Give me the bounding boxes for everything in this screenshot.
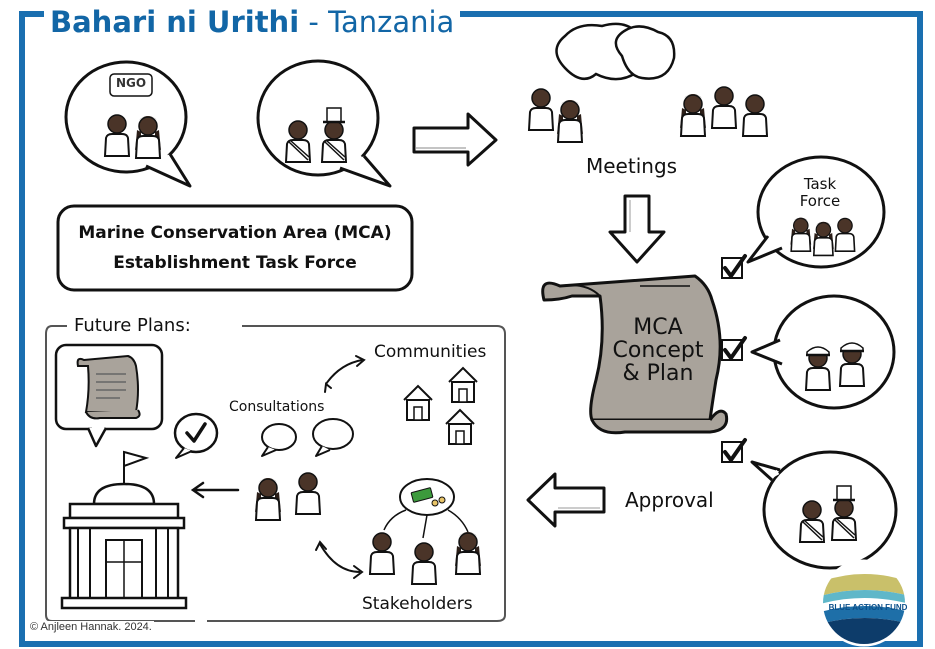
document-bubble [54, 343, 164, 448]
approval-speech-bubble [173, 412, 219, 459]
arrow-to-scroll [608, 194, 666, 264]
arrow-stakeholders [319, 543, 361, 573]
meetings-label: Meetings [586, 154, 678, 178]
page-title: Bahari ni Urithi - Tanzania [44, 4, 461, 40]
house-icon-3 [445, 409, 475, 445]
meeting-clouds [555, 22, 676, 81]
government-building [60, 450, 188, 610]
bubble-task-force [746, 155, 886, 269]
check-task-force [720, 254, 747, 280]
future-plans-frame [45, 325, 506, 622]
scroll-line-3: & Plan [622, 361, 694, 386]
copyright-credit: © Anjleen Hannak. 2024. [30, 621, 154, 633]
stakeholder-person-2 [411, 542, 437, 585]
arrow-to-meetings [412, 112, 498, 167]
logo-text: BLUE ACTION FUND [828, 603, 908, 612]
future-plans-heading: Future Plans: [70, 315, 195, 336]
house-icon-1 [403, 385, 433, 421]
ngo-label: NGO [115, 76, 147, 90]
task-force-line-2: Establishment Task Force [113, 253, 357, 273]
arrow-approval-left [526, 472, 606, 528]
task-force-box [56, 204, 414, 292]
speech-bubble-ngo [64, 60, 192, 188]
funding-icon [383, 478, 469, 539]
stakeholder-person-1 [369, 532, 395, 575]
title-separator: - [299, 5, 329, 39]
task-force-bubble-line-2: Force [799, 192, 841, 210]
arrow-to-building [190, 481, 240, 499]
approval-label: Approval [625, 488, 714, 512]
mca-scroll [541, 274, 729, 435]
consultation-clouds [261, 418, 354, 457]
scroll-line-2: Concept [612, 338, 704, 363]
stakeholders-label: Stakeholders [362, 594, 473, 614]
house-icon-2 [448, 367, 478, 403]
blue-action-fund-logo [820, 559, 908, 647]
arrow-communities [325, 359, 363, 385]
consultations-label: Consultations [229, 399, 325, 415]
bubble-officials [750, 294, 896, 410]
stakeholder-person-3 [454, 531, 482, 575]
task-force-line-1: Marine Conservation Area (MCA) [78, 223, 392, 243]
consultation-person-2 [295, 472, 321, 515]
scroll-line-1: MCA [633, 315, 683, 340]
title-region: Tanzania [328, 5, 455, 39]
check-approval [720, 438, 747, 464]
bubble-approval [750, 450, 898, 570]
title-main: Bahari ni Urithi [50, 5, 300, 39]
check-officials [720, 336, 747, 362]
ngo-tag [109, 73, 153, 97]
speech-bubble-officials [256, 59, 392, 188]
outer-frame [19, 11, 923, 647]
consultation-person-1 [254, 477, 282, 521]
task-force-bubble-line-1: Task [803, 175, 837, 193]
communities-label: Communities [374, 342, 487, 362]
